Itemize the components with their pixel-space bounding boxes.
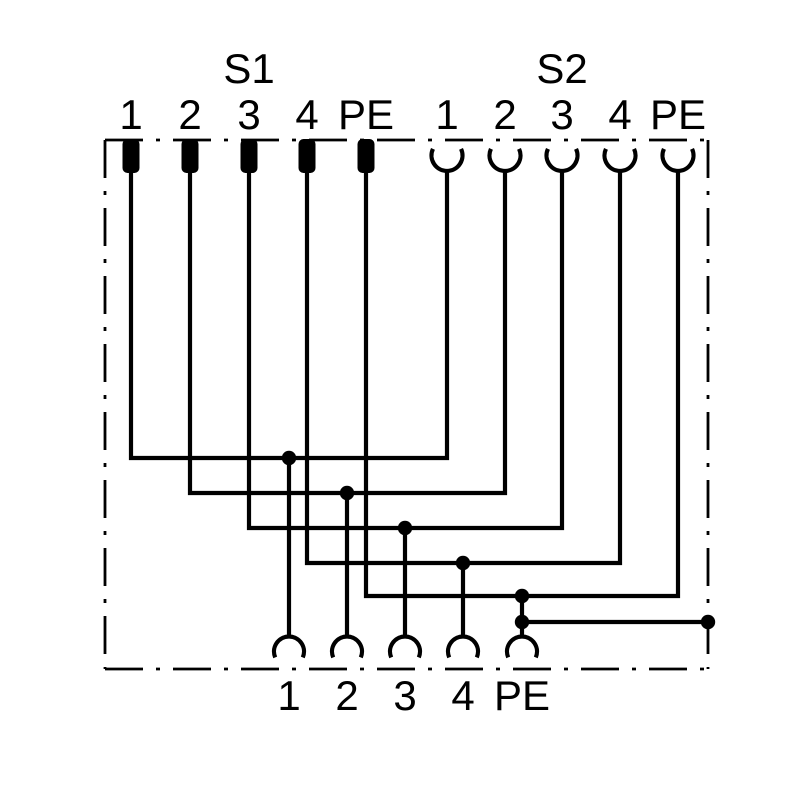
s1-pin-label-4: 4 [295,91,318,138]
wire-s1-pe-s2-pe [363,158,681,599]
junction-dot [455,555,471,571]
s2-socket-contact-4 [602,148,638,173]
s2-pin-label-1: 1 [435,91,458,138]
wires-group [128,158,708,637]
s2-socket-contact-PE [660,148,696,173]
main-socket-contact-PE [504,634,540,659]
main-pin-label-2: 2 [335,672,358,719]
wire-s1-4-s2-4 [304,158,623,566]
junction-dot-enclosure [700,614,716,630]
main-pin-label-1: 1 [277,672,300,719]
s1-pin-label-2: 2 [178,91,201,138]
enclosure-border [103,138,710,671]
s1-pin-label-PE: PE [338,91,394,138]
junction-dot [281,450,297,466]
wire-s1-3-s2-3 [246,158,565,531]
s1-pin-contact-3 [240,139,258,173]
s1-pin-contact-PE [357,139,375,173]
s1-pin-label-3: 3 [237,91,260,138]
s2-pin-label-PE: PE [650,91,706,138]
junction-dot [339,485,355,501]
main-socket-contact-3 [387,634,423,659]
s2-pin-label-4: 4 [608,91,631,138]
main-socket-contact-1 [271,634,307,659]
contacts-group [122,139,696,659]
main-pin-label-PE: PE [494,672,550,719]
main-socket-contact-2 [329,634,365,659]
s1-pin-label-1: 1 [119,91,142,138]
s2-socket-contact-3 [544,148,580,173]
main-pin-label-4: 4 [451,672,474,719]
wire-s1-1-s2-1 [128,158,450,461]
s2-pin-label-3: 3 [550,91,573,138]
s1-pin-contact-2 [181,139,199,173]
junctions-group [281,450,716,630]
junction-dot [514,614,530,630]
junction-dot [514,588,530,604]
main-pin-label-3: 3 [393,672,416,719]
main-socket-contact-4 [445,634,481,659]
junction-dot [397,520,413,536]
s2-socket-contact-2 [487,148,523,173]
connector-s1-title: S1 [223,45,274,92]
s1-pin-contact-1 [122,139,140,173]
s1-pin-contact-4 [298,139,316,173]
connector-s2-title: S2 [536,45,587,92]
s2-pin-label-2: 2 [493,91,516,138]
wire-s1-2-s2-2 [187,158,508,496]
s2-socket-contact-1 [429,148,465,173]
